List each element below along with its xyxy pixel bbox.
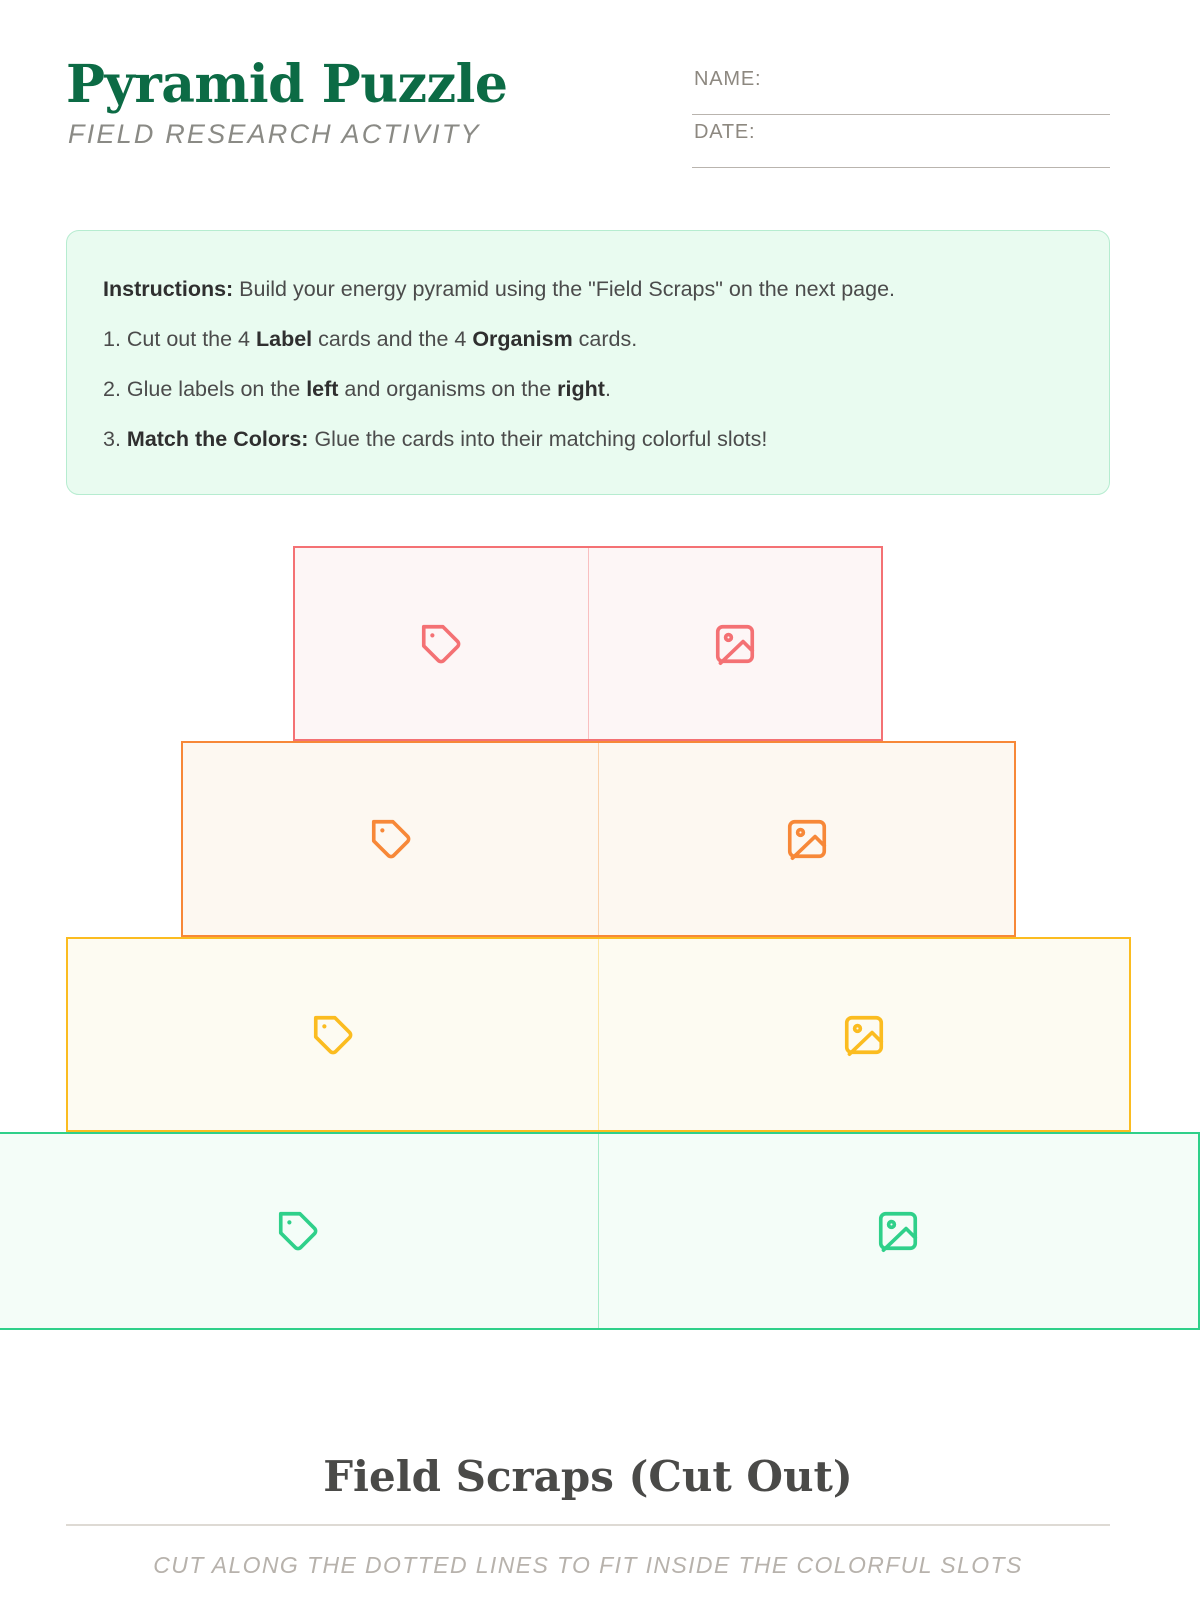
pyramid-tier-4[interactable] — [0, 1132, 1200, 1330]
step-emphasis: right — [557, 377, 605, 402]
name-label: NAME: — [694, 68, 762, 90]
tag-icon — [310, 1012, 356, 1058]
date-input[interactable] — [788, 121, 1110, 147]
instructions-lead-text: Build your energy pyramid using the "Fie… — [233, 277, 896, 301]
name-input[interactable] — [788, 68, 1110, 94]
image-placeholder-icon — [712, 621, 758, 667]
section-divider — [66, 1524, 1110, 1527]
instructions-lead: Instructions: Build your energy pyramid … — [103, 275, 1073, 304]
date-field-row[interactable]: DATE: — [692, 115, 1110, 168]
label-slot-tier-1[interactable] — [295, 548, 588, 739]
step-text: cards and the 4 — [312, 327, 473, 352]
field-scraps-title: Field Scraps (Cut Out) — [323, 1452, 853, 1501]
pyramid-tier-1[interactable] — [293, 546, 883, 741]
organism-slot-tier-4[interactable] — [599, 1134, 1199, 1328]
tier-divider — [597, 1134, 599, 1328]
step-emphasis: left — [306, 377, 339, 402]
instruction-step-1: 1. Cut out the 4 Label cards and the 4 O… — [103, 325, 1073, 354]
step-number: 3. — [103, 427, 127, 452]
field-scraps-section: Field Scraps (Cut Out) CUT ALONG THE DOT… — [66, 1452, 1110, 1579]
instructions-lead-label: Instructions: — [103, 277, 234, 301]
step-number: 1. — [103, 327, 127, 352]
step-number: 2. — [103, 377, 127, 402]
pyramid-tier-3[interactable] — [66, 937, 1131, 1132]
date-label: DATE: — [694, 121, 756, 143]
image-placeholder-icon — [875, 1208, 921, 1254]
step-text: Glue the cards into their matching color… — [308, 427, 768, 452]
image-placeholder-icon — [841, 1012, 887, 1058]
page-header: Pyramid Puzzle FIELD RESEARCH ACTIVITY N… — [0, 0, 1200, 200]
page-title: Pyramid Puzzle — [66, 54, 508, 115]
step-text: Cut out the 4 — [126, 327, 256, 352]
tag-icon — [275, 1208, 321, 1254]
step-emphasis: Label — [256, 327, 313, 352]
instruction-step-3: 3. Match the Colors: Glue the cards into… — [103, 425, 1073, 454]
tier-divider — [598, 743, 599, 935]
image-placeholder-icon — [784, 816, 830, 862]
label-slot-tier-3[interactable] — [68, 939, 598, 1130]
tier-divider — [598, 939, 599, 1130]
field-scraps-caption: CUT ALONG THE DOTTED LINES TO FIT INSIDE… — [153, 1552, 1023, 1579]
step-text: cards. — [572, 327, 638, 352]
step-text: Glue labels on the — [126, 377, 307, 402]
name-field-row[interactable]: NAME: — [692, 62, 1110, 115]
instruction-step-2: 2. Glue labels on the left and organisms… — [103, 375, 1073, 404]
organism-slot-tier-1[interactable] — [589, 548, 882, 739]
title-block: Pyramid Puzzle FIELD RESEARCH ACTIVITY — [66, 54, 508, 150]
pyramid-tier-2[interactable] — [181, 741, 1016, 937]
step-emphasis: Organism — [472, 327, 573, 352]
tier-divider — [587, 548, 589, 739]
student-meta-block: NAME: DATE: — [692, 62, 1110, 168]
organism-slot-tier-3[interactable] — [599, 939, 1129, 1130]
step-text: and organisms on the — [338, 377, 558, 402]
label-slot-tier-4[interactable] — [0, 1134, 598, 1328]
tag-icon — [368, 816, 414, 862]
tag-icon — [418, 621, 464, 667]
instructions-box: Instructions: Build your energy pyramid … — [66, 230, 1110, 496]
page-subtitle: FIELD RESEARCH ACTIVITY — [68, 118, 481, 149]
label-slot-tier-2[interactable] — [183, 743, 598, 935]
organism-slot-tier-2[interactable] — [599, 743, 1014, 935]
step-text: . — [604, 377, 611, 402]
step-emphasis: Match the Colors: — [126, 427, 309, 452]
